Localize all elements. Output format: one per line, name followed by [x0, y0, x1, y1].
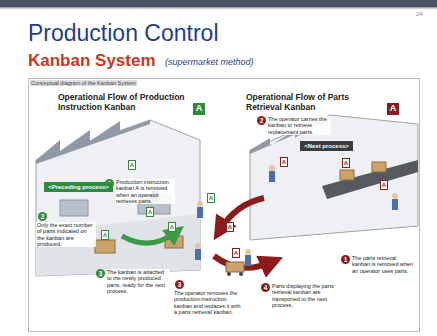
callout-digit: 3: [178, 281, 182, 288]
callout-number: 1: [341, 255, 350, 264]
callout-digit: 3: [99, 270, 103, 277]
callout-text: Parts displaying the parts retrieval kan…: [271, 283, 343, 308]
kanban-card: A: [101, 230, 109, 240]
kanban-card: A: [342, 158, 350, 168]
kanban-card: A: [168, 222, 176, 232]
figure-frame: [29, 79, 420, 332]
next-process-building: [250, 115, 418, 240]
callout-number: 2: [38, 212, 47, 221]
callout-text: Only the exact number of parts indicated…: [36, 222, 96, 247]
top-bar-line: [0, 7, 437, 9]
kanban-card: A: [128, 160, 136, 170]
callout-text: The parts retrieval kanban is removed wh…: [351, 255, 415, 274]
callout-number: 2: [257, 116, 266, 125]
kanban-card: A: [226, 222, 234, 232]
callout-number: 3: [96, 269, 105, 278]
banner-text: <Next process>: [304, 143, 349, 150]
figure-tab: Conceptual diagram of the Kanban System: [30, 80, 137, 86]
process-banner: <Preceding process>: [44, 182, 113, 192]
kanban-card: A: [380, 180, 388, 190]
slide-title: Production Control: [28, 20, 219, 46]
flow-heading: Operational Flow of Parts Retrieval Kanb…: [246, 93, 384, 113]
kanban-badge: A: [387, 103, 399, 115]
cart: [226, 262, 244, 276]
badge-letter: A: [390, 104, 397, 114]
callout-digit: 2: [260, 117, 264, 124]
top-bar: [0, 0, 437, 7]
kanban-card: A: [232, 248, 240, 258]
callout-text: The operator removes the production-inst…: [173, 290, 245, 315]
kanban-badge: A: [193, 103, 205, 115]
subtitle: Kanban System: [28, 51, 156, 71]
flow-heading: Operational Flow of Production Instructi…: [58, 93, 190, 113]
callout-digit: 4: [264, 284, 268, 291]
operator-figures: [152, 165, 398, 266]
callout-text: The operator carries the kanban to retri…: [267, 116, 331, 135]
kanban-card: A: [146, 207, 154, 217]
subtitle-note: (supermarket method): [165, 57, 254, 67]
callout-digit: 1: [344, 256, 348, 263]
badge-letter: A: [196, 104, 203, 114]
production-arrow: [122, 232, 176, 243]
callout-number: 4: [261, 283, 270, 292]
banner-text: <Preceding process>: [48, 184, 109, 191]
callout-number: 3: [175, 280, 184, 289]
callout-text: The kanban is attached to the newly prod…: [106, 269, 170, 294]
kanban-card: A: [280, 157, 288, 167]
callout-text: Production instruction kanban A is remov…: [115, 179, 175, 204]
page-number: 24: [416, 11, 423, 18]
process-banner: <Next process>: [300, 141, 353, 151]
callout-digit: 2: [41, 213, 45, 220]
kanban-card: A: [207, 193, 215, 203]
preceding-process-building: [36, 120, 200, 276]
